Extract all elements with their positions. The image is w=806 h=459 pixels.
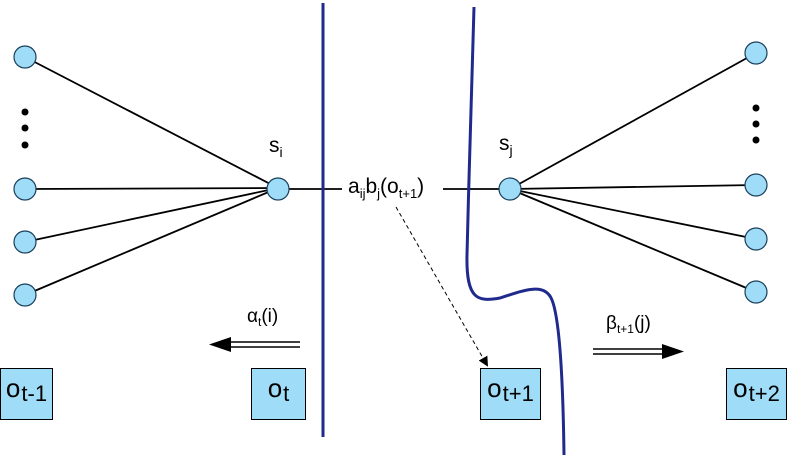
state-node bbox=[744, 173, 768, 197]
alpha-label: αt(i) bbox=[247, 306, 279, 329]
state-label-sj: sj bbox=[499, 132, 513, 158]
right-successor-nodes bbox=[744, 41, 768, 304]
state-node bbox=[744, 227, 768, 251]
emission-dashed-arrow bbox=[395, 206, 488, 367]
state-node bbox=[13, 45, 37, 69]
edge-left-2 bbox=[24, 187, 279, 190]
state-node-si bbox=[266, 177, 290, 201]
edge-left-1 bbox=[24, 56, 279, 189]
transition-label: aijbj(ot+1) bbox=[348, 175, 425, 201]
beta-arrow bbox=[593, 344, 684, 359]
edge-right-2 bbox=[509, 184, 757, 190]
alpha-arrow bbox=[209, 337, 300, 352]
edge-left-4 bbox=[24, 187, 279, 296]
right-ellipsis-dots bbox=[752, 104, 760, 144]
state-node bbox=[744, 41, 768, 65]
edge-left-3 bbox=[24, 187, 279, 243]
state-node bbox=[13, 283, 37, 307]
state-node-sj bbox=[498, 177, 522, 201]
left-edges bbox=[24, 56, 279, 296]
edge-right-3 bbox=[509, 188, 757, 240]
beta-divider-curve bbox=[465, 6, 566, 456]
beta-label: βt+1(j) bbox=[606, 313, 651, 336]
edge-right-4 bbox=[509, 188, 757, 293]
state-node bbox=[13, 177, 37, 201]
left-ellipsis-dots bbox=[21, 108, 29, 149]
left-predecessor-nodes bbox=[13, 45, 37, 307]
edge-right-1 bbox=[509, 52, 757, 190]
state-node bbox=[13, 230, 37, 254]
state-node bbox=[744, 280, 768, 304]
state-label-si: si bbox=[269, 134, 283, 160]
right-edges bbox=[509, 52, 757, 293]
